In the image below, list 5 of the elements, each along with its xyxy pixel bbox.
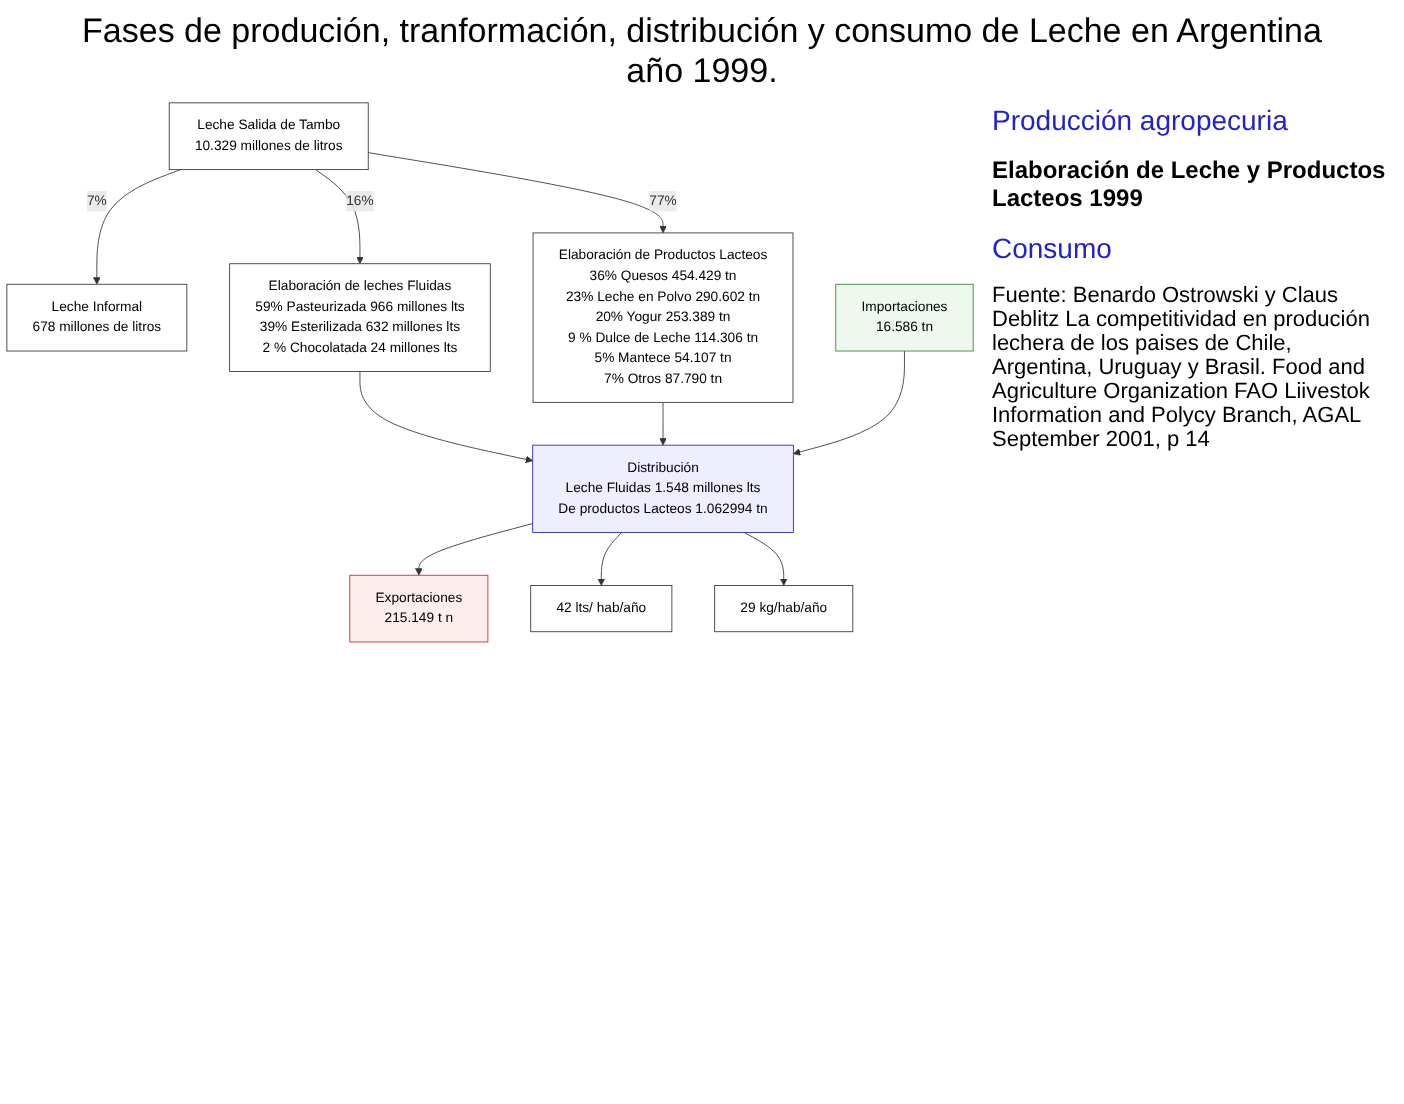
section-heading: Producción agropecuria: [992, 104, 1290, 136]
section-heading: Consumo: [992, 232, 1114, 264]
title: Fases de produción, tranformación, distribución y consumo de Leche en Argentina año 1999.: [80, 12, 1324, 92]
heading-note: Elaboración de Leche y Productos Lacteos 1999: [992, 156, 1388, 212]
source-note: Fuente: Benardo Ostrowski y Claus Deblitz La competitividad en produción lechera de los paises de Chile, Argentina, Uruguay y Brasil. Food and Agriculture Organization FAO Liivestok Information and Polycy Branch, AGAL September 2001, p 14: [992, 284, 1372, 452]
